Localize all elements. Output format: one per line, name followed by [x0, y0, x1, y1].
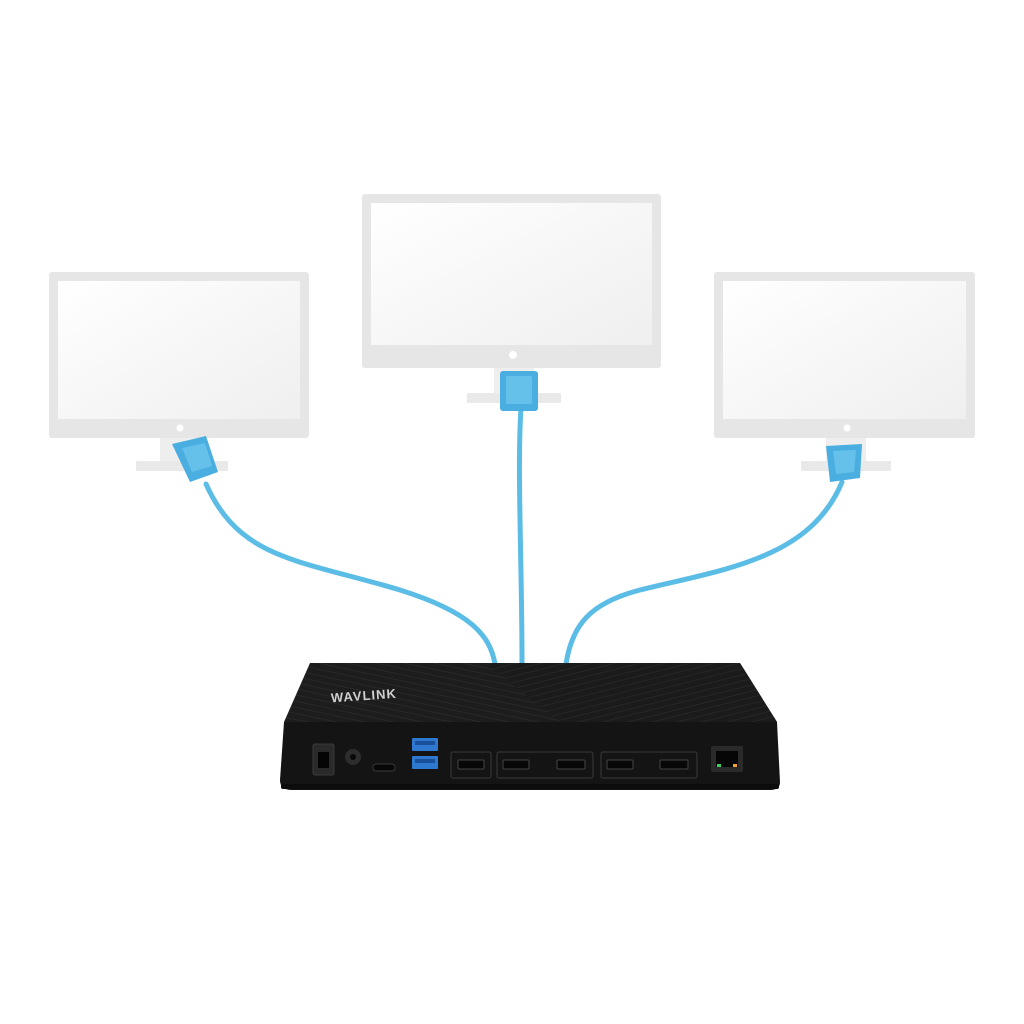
brand-logo: WAVLINK	[330, 686, 397, 706]
dock-front-face	[280, 722, 780, 790]
cable-connector-right	[826, 444, 862, 482]
cable-right	[563, 479, 845, 667]
ethernet-port[interactable]	[711, 746, 743, 772]
cable-connector-center	[500, 371, 538, 411]
dock-top-right-panel	[485, 663, 777, 722]
power-switch[interactable]	[312, 743, 335, 776]
dc-power-port[interactable]	[345, 749, 361, 765]
cable-center	[516, 405, 525, 667]
usb-a-port-bottom[interactable]	[412, 756, 438, 769]
hdmi-port-2[interactable]	[502, 759, 530, 770]
usb-a-port-top[interactable]	[412, 738, 438, 751]
hdmi-port-3[interactable]	[606, 759, 634, 770]
port-group-1	[450, 751, 492, 779]
monitor-right-screen	[723, 281, 966, 419]
port-group-2	[496, 751, 594, 779]
usb-c-port[interactable]	[372, 763, 396, 772]
monitor-left-power-dot	[176, 424, 184, 432]
monitor-center-power-dot	[509, 351, 517, 359]
monitor-right-power-dot	[843, 424, 851, 432]
cable-connector-left	[172, 436, 218, 482]
displayport-2[interactable]	[556, 759, 586, 770]
lan-light-orange	[733, 764, 737, 767]
port-group-3	[600, 751, 698, 779]
monitor-center	[362, 194, 661, 403]
monitor-right	[714, 272, 975, 471]
monitor-center-screen	[371, 203, 652, 345]
hdmi-port-1[interactable]	[457, 759, 485, 770]
lan-light-green	[717, 764, 721, 767]
monitor-left	[49, 272, 309, 471]
monitor-left-screen	[58, 281, 300, 419]
cable-left	[203, 481, 498, 667]
docking-station: WAVLINK	[280, 663, 780, 790]
cables	[203, 405, 845, 667]
displayport-3[interactable]	[659, 759, 689, 770]
